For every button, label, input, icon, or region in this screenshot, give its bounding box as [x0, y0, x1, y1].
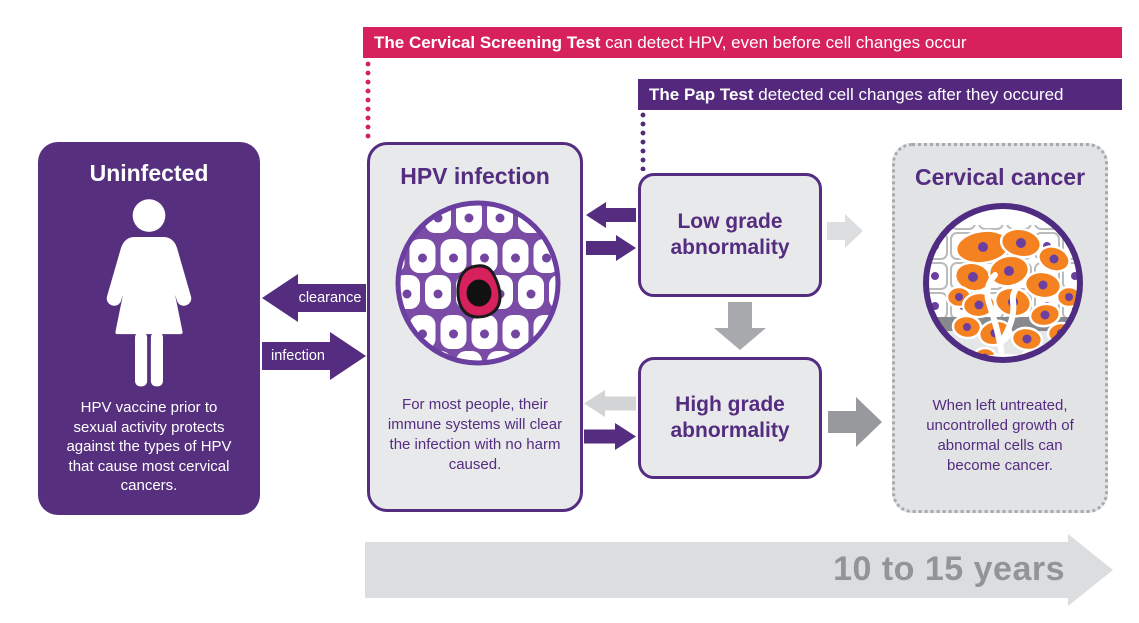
infection-arrow: infection [262, 332, 366, 380]
timeline-label: 10 to 15 years [833, 550, 1065, 588]
pap-dotted-line [640, 111, 646, 171]
pap-test-banner: The Pap Test detected cell changes after… [638, 79, 1122, 110]
screening-dotted-line [365, 60, 371, 140]
clearance-label: clearance [298, 290, 362, 306]
banner-bold-text: The Pap Test [649, 85, 754, 104]
highgrade-to-hpv-arrow-icon [584, 390, 636, 417]
hpv-infection-box: HPV infection For most peopl [367, 142, 583, 512]
lowgrade-to-hpv-arrow-icon [586, 202, 636, 228]
cervical-cancer-title: Cervical cancer [914, 164, 1086, 190]
uninfected-title: Uninfected [89, 160, 209, 186]
hpv-infection-title: HPV infection [400, 163, 550, 189]
cervical-cancer-description: When left untreated, uncontrolled growth… [926, 397, 1074, 474]
cancer-cells-illustration [923, 203, 1083, 363]
banner-rest-text: detected cell changes after they occured [753, 85, 1064, 104]
banner-rest-text: can detect HPV, even before cell changes… [600, 33, 967, 52]
low-grade-abnormality-box: Low grade abnormality [638, 173, 822, 297]
hpv-to-lowgrade-arrow-icon [586, 235, 636, 261]
cervical-cancer-box: Cervical cancer [892, 143, 1108, 513]
uninfected-box: Uninfected HPV vaccine prior to sexual a… [38, 142, 260, 515]
right-arrow-icon [262, 332, 366, 380]
low-grade-label: Low grade abnormality [670, 210, 790, 259]
timeline-arrow [365, 534, 1113, 606]
hpv-infected-cells-illustration [395, 200, 561, 366]
woman-figure-icon [106, 199, 192, 387]
clearance-arrow: clearance [262, 274, 366, 322]
lowgrade-to-highgrade-arrow-icon [714, 302, 766, 350]
cervical-screening-test-banner: The Cervical Screening Test can detect H… [363, 27, 1122, 58]
left-arrow-icon [262, 274, 366, 322]
lowgrade-to-cancer-arrow-icon [827, 214, 863, 248]
uninfected-description: HPV vaccine prior to sexual activity pro… [66, 399, 232, 494]
highgrade-to-cancer-arrow-icon [828, 397, 882, 447]
banner-bold-text: The Cervical Screening Test [374, 33, 601, 52]
high-grade-label: High grade abnormality [670, 393, 790, 442]
high-grade-abnormality-box: High grade abnormality [638, 357, 822, 479]
hpv-infection-description: For most people, their immune systems wi… [387, 396, 563, 473]
infection-label: infection [270, 348, 325, 364]
hpv-to-highgrade-arrow-icon [584, 423, 636, 450]
